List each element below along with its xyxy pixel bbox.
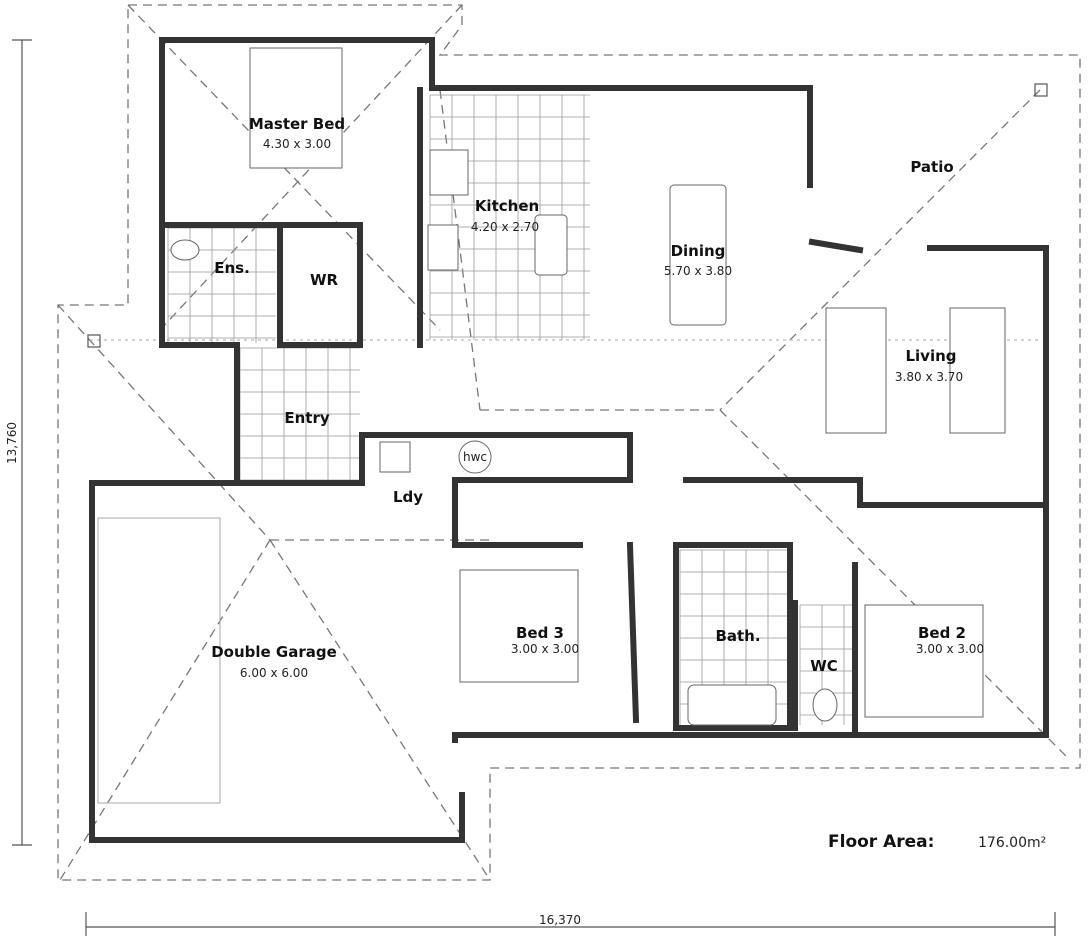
car-space bbox=[97, 517, 221, 804]
height-dimension: 13,760 bbox=[5, 422, 19, 464]
room-name: WC bbox=[810, 657, 838, 675]
room-name: Bed 3 bbox=[516, 624, 564, 642]
room-size: 3.00 x 3.00 bbox=[916, 642, 984, 656]
dining-table-icon bbox=[669, 184, 727, 326]
tub-icon bbox=[379, 441, 411, 473]
room-name: Bed 2 bbox=[918, 624, 966, 642]
room-labels: Master Bed 4.30 x 3.00 Kitchen 4.20 x 2.… bbox=[211, 115, 984, 680]
toilet-icon bbox=[170, 239, 200, 261]
fixtures bbox=[97, 47, 1006, 804]
hwc-icon bbox=[458, 440, 492, 474]
floor-area-value: 176.00m² bbox=[978, 835, 1046, 851]
floor-area-label: Floor Area: bbox=[828, 832, 934, 852]
room-size: 4.30 x 3.00 bbox=[263, 137, 331, 151]
bed-icon bbox=[864, 604, 984, 718]
hwc-label: hwc bbox=[463, 450, 487, 464]
tiled-floors bbox=[167, 94, 855, 725]
sink-icon bbox=[534, 214, 568, 276]
sofa-icon bbox=[949, 307, 1006, 434]
room-size: 6.00 x 6.00 bbox=[240, 666, 308, 680]
room-name: Kitchen bbox=[475, 197, 539, 215]
room-name: Double Garage bbox=[211, 643, 337, 661]
toilet-icon bbox=[812, 688, 838, 722]
bed-icon bbox=[459, 569, 579, 683]
room-name: WR bbox=[310, 271, 339, 289]
sofa-icon bbox=[825, 307, 887, 434]
room-size: 3.00 x 3.00 bbox=[511, 642, 579, 656]
room-name: Ens. bbox=[214, 259, 250, 277]
room-name: Ldy bbox=[393, 488, 423, 506]
cooktop-icon bbox=[427, 224, 459, 271]
bed-icon bbox=[249, 47, 343, 169]
post-icon bbox=[87, 334, 101, 348]
walls bbox=[89, 37, 1049, 843]
room-name: Dining bbox=[671, 242, 726, 260]
room-name: Living bbox=[905, 347, 956, 365]
width-dimension: 16,370 bbox=[539, 913, 581, 927]
room-name: Master Bed bbox=[249, 115, 345, 133]
fridge-icon bbox=[429, 149, 469, 196]
post-icon bbox=[1034, 83, 1048, 97]
room-name: Patio bbox=[910, 158, 953, 176]
room-size: 5.70 x 3.80 bbox=[664, 264, 732, 278]
room-name: Bath. bbox=[715, 627, 760, 645]
bathtub-icon bbox=[687, 684, 777, 726]
room-name: Entry bbox=[284, 409, 329, 427]
dimension-lines: 13,760 16,370 bbox=[5, 39, 1056, 936]
room-size: 3.80 x 3.70 bbox=[895, 370, 963, 384]
room-size: 4.20 x 2.70 bbox=[471, 220, 539, 234]
roof-outline bbox=[57, 4, 1081, 881]
